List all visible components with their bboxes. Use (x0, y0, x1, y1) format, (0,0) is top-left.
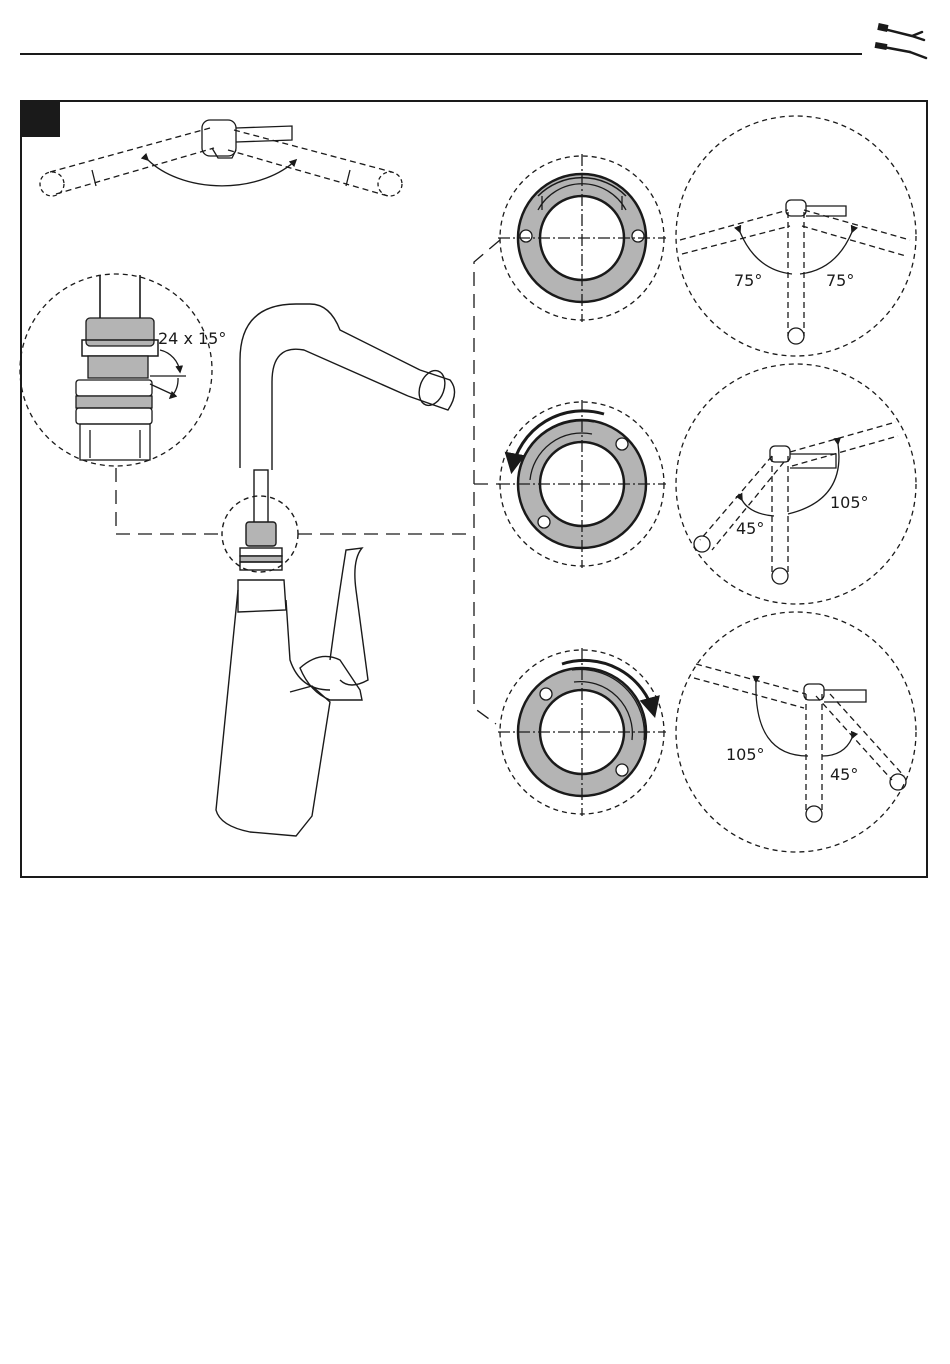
swivel-range-sketch (40, 120, 402, 196)
connector-lines (116, 240, 500, 724)
pos1-right-angle: 75° (826, 271, 854, 290)
faucet-illustration (216, 304, 455, 836)
pos1-left-angle: 75° (734, 271, 762, 290)
pos3-right-angle: 45° (830, 765, 858, 784)
swivel-detail-1 (676, 116, 916, 356)
adapter-detail (20, 274, 212, 466)
swivel-detail-3 (676, 612, 916, 852)
swivel-detail-2 (676, 364, 916, 604)
adapter-rotation-label: 24 x 15° (158, 329, 226, 348)
ring-position-1 (498, 154, 666, 322)
pos2-left-angle: 45° (736, 519, 764, 538)
ring-position-3 (498, 648, 666, 816)
ring-position-2 (498, 400, 666, 568)
pos2-right-angle: 105° (830, 493, 869, 512)
pos3-left-angle: 105° (726, 745, 765, 764)
